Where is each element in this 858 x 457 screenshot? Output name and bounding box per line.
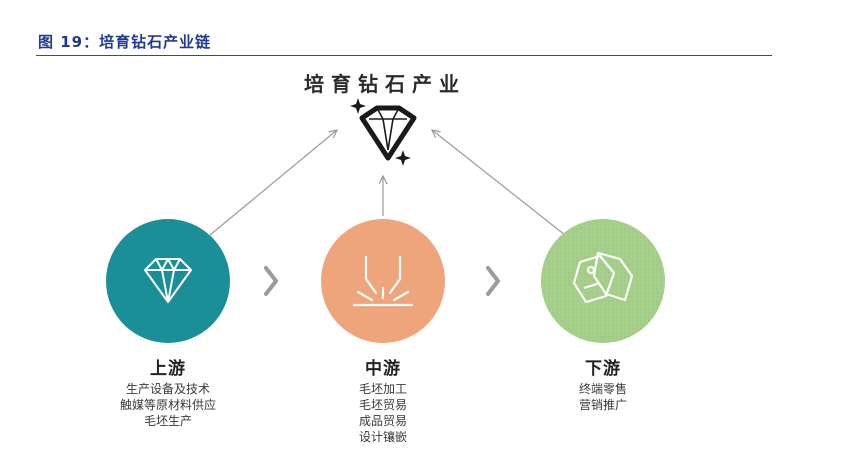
chevron-right-icon (486, 266, 500, 296)
upstream-circle (106, 219, 230, 343)
downstream-items: 终端零售 营销推广 (513, 381, 693, 413)
midstream-item: 设计镶嵌 (358, 430, 407, 444)
midstream-item: 成品贸易 (358, 414, 407, 428)
title-divider (36, 55, 772, 56)
downstream-arrow (432, 130, 566, 236)
upstream-item: 触媒等原材料供应 (119, 398, 216, 412)
figure-title: 图 19：培育钻石产业链 (38, 33, 212, 51)
upstream-item: 毛坯生产 (143, 414, 192, 428)
upstream-item: 生产设备及技术 (125, 382, 210, 396)
upstream-arrow (209, 130, 337, 236)
downstream-item: 营销推广 (578, 398, 627, 412)
midstream-title: 中游 (365, 359, 401, 379)
cutting-tool-icon (352, 255, 414, 307)
downstream-circle-texture (541, 219, 665, 343)
upstream-title: 上游 (150, 359, 186, 379)
upstream-items: 生产设备及技术 触媒等原材料供应 毛坯生产 (78, 381, 258, 429)
price-tag-icon (572, 251, 634, 304)
downstream-title: 下游 (585, 359, 621, 379)
chevron-right-icon (264, 266, 278, 296)
industry-label: 培育钻石产业 (304, 72, 466, 96)
midstream-item: 毛坯加工 (358, 382, 407, 396)
top-diamond-icon (350, 98, 417, 166)
midstream-circle (321, 219, 445, 343)
midstream-item: 毛坯贸易 (358, 398, 407, 412)
downstream-item: 终端零售 (578, 382, 627, 396)
midstream-items: 毛坯加工 毛坯贸易 成品贸易 设计镶嵌 (293, 381, 473, 445)
diamond-icon (144, 258, 192, 303)
